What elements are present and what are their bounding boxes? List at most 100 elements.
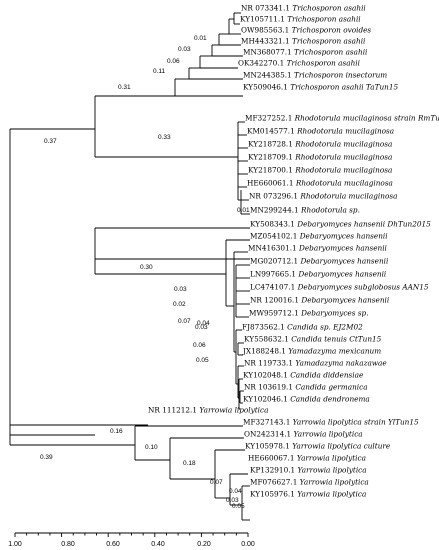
leaf-species-name: Rhodotorula mucilaginosa bbox=[299, 192, 397, 201]
leaf-accession: KY508343.1 bbox=[250, 220, 297, 229]
branch-length-label: 0.05 bbox=[232, 503, 245, 510]
tree-branches bbox=[9, 12, 250, 521]
branch-length-label: 0.10 bbox=[145, 444, 158, 451]
leaf-species-name: Yamadazyma mexicanum bbox=[288, 347, 381, 356]
leaf-accession: MW959712.1 bbox=[249, 309, 301, 318]
branch-length-label: 0.05 bbox=[196, 357, 209, 364]
leaf-species-name: Rhodotorula mucilaginosa bbox=[294, 153, 392, 162]
leaf-species-name: Yarrowia lipolytica bbox=[297, 454, 366, 463]
leaf-accession: KY558632.1 bbox=[244, 335, 291, 344]
leaf-species-name: Debaryomyces hansenii bbox=[299, 232, 388, 241]
leaf-label: MN368077.1 Trichosporon asahii bbox=[243, 48, 367, 57]
leaf-species-name: Candida tenuis CtTun15 bbox=[291, 335, 381, 344]
leaf-species-name: Debaryomyces subglobosus AAN15 bbox=[297, 283, 429, 292]
leaf-accession: HE660067.1 bbox=[248, 454, 297, 463]
branch-length-label: 0.03 bbox=[226, 497, 239, 504]
leaf-species-name: Debaryomyces sp. bbox=[300, 309, 368, 318]
leaf-accession: NR 103619.1 bbox=[244, 383, 295, 392]
leaf-species-name: Candida germanica bbox=[295, 383, 367, 392]
leaf-species-name: Trichosporon asahii TaTun15 bbox=[290, 83, 398, 92]
leaf-species-name: Yarrowia lipolytica bbox=[298, 466, 367, 475]
leaf-label: MG020712.1 Debaryomyces hansenii bbox=[250, 257, 388, 266]
leaf-species-name: Yarrowia lipolytica strain YlTun15 bbox=[293, 418, 419, 427]
leaf-label: KP132910.1 Yarrowia lipolytica bbox=[250, 466, 367, 475]
leaf-accession: LC474107.1 bbox=[250, 283, 298, 292]
leaf-species-name: Trichosporon ovoides bbox=[292, 26, 372, 35]
leaf-label: OK342270.1 Trichosporon asahii bbox=[238, 59, 360, 68]
leaf-label: MF327143.1 Yarrowia lipolytica strain Yl… bbox=[243, 418, 419, 427]
leaf-label: KY102046.1 Candida dendronema bbox=[243, 395, 370, 404]
leaf-accession: KM014577.1 bbox=[247, 127, 297, 136]
leaf-label: KM014577.1 Rhodotorula mucilaginosa bbox=[247, 127, 394, 136]
leaf-species-name: Trichosporon insectorum bbox=[294, 71, 387, 80]
leaf-species-name: Trichosporon asahii bbox=[287, 15, 360, 24]
leaf-label: MF076627.1 Yarrowia lipolytica bbox=[250, 478, 369, 487]
branch-length-label: 0.04 bbox=[197, 320, 210, 327]
leaf-accession: OW985563.1 bbox=[241, 26, 292, 35]
leaf-species-name: Yarrowia lipolytica bbox=[294, 430, 363, 439]
scale-tick-label: 0.20 bbox=[197, 541, 211, 548]
branch-length-label: 0.16 bbox=[110, 428, 123, 435]
branch-length-labels: 0.370.310.110.060.030.010.330.010.300.03… bbox=[40, 35, 250, 510]
leaf-accession: MH443321.1 bbox=[241, 37, 292, 46]
leaf-label: MW959712.1 Debaryomyces sp. bbox=[249, 309, 369, 318]
leaf-accession: LN997665.1 bbox=[250, 270, 298, 279]
branch-length-label: 0.03 bbox=[195, 324, 208, 331]
branch-length-label: 0.30 bbox=[140, 264, 153, 271]
leaf-label: KY105711.1 Trichosporon asahii bbox=[240, 15, 361, 24]
leaf-species-name: Trichosporon asahii bbox=[292, 4, 365, 13]
leaf-accession: MG020712.1 bbox=[250, 257, 300, 266]
leaf-species-name: Yarrowia lipolytica bbox=[199, 406, 268, 415]
leaf-species-name: Rhodotorula mucilaginosa bbox=[295, 179, 393, 188]
leaf-species-name: Debaryomyces hansenii bbox=[299, 257, 388, 266]
leaf-species-name: Debaryomyces hansenii DhTun2015 bbox=[296, 220, 431, 229]
leaf-label: NR 119733.1 Yamadazyma nakazawae bbox=[244, 359, 387, 368]
leaf-label: KY508343.1 Debaryomyces hansenii DhTun20… bbox=[250, 220, 431, 229]
leaf-accession: JX188248.1 bbox=[242, 347, 288, 356]
leaf-species-name: Trichosporon asahii bbox=[294, 48, 367, 57]
branch-length-label: 0.11 bbox=[153, 68, 166, 75]
leaf-accession: KY105978.1 bbox=[245, 442, 292, 451]
leaf-accession: KY105976.1 bbox=[250, 490, 297, 499]
tree-leaf-labels: NR 073341.1 Trichosporon asahiiKY105711.… bbox=[148, 4, 439, 499]
leaf-label: MN299244.1 Rhodotorula sp. bbox=[250, 206, 360, 215]
branch-length-label: 0.01 bbox=[194, 35, 207, 42]
branch-length-label: 0.06 bbox=[193, 342, 206, 349]
branch-length-label: 0.31 bbox=[118, 84, 131, 91]
leaf-accession: KY509046.1 bbox=[243, 83, 290, 92]
leaf-accession: NR 073341.1 bbox=[241, 4, 292, 13]
leaf-species-name: Yamadazyma nakazawae bbox=[295, 359, 386, 368]
leaf-label: JX188248.1 Yamadazyma mexicanum bbox=[242, 347, 381, 356]
branch-length-label: 0.02 bbox=[173, 301, 186, 308]
leaf-accession: KY105711.1 bbox=[240, 15, 287, 24]
leaf-accession: OK342270.1 bbox=[238, 59, 287, 68]
leaf-label: NR 073296.1 Rhodotorula mucilaginosa bbox=[249, 192, 397, 201]
leaf-accession: NR 120016.1 bbox=[250, 296, 301, 305]
leaf-label: LC474107.1 Debaryomyces subglobosus AAN1… bbox=[250, 283, 429, 292]
branch-length-label: 0.18 bbox=[183, 460, 196, 467]
leaf-accession: NR 119733.1 bbox=[244, 359, 295, 368]
leaf-label: KY558632.1 Candida tenuis CtTun15 bbox=[244, 335, 382, 344]
leaf-label: NR 073341.1 Trichosporon asahii bbox=[241, 4, 366, 13]
leaf-label: NR 120016.1 Debaryomyces hansenii bbox=[250, 296, 389, 305]
leaf-label: KY218709.1 Rhodotorula mucilaginosa bbox=[248, 153, 392, 162]
leaf-accession: MN416301.1 bbox=[248, 244, 299, 253]
leaf-label: KY105976.1 Yarrowia lipolytica bbox=[250, 490, 366, 499]
branch-length-label: 0.07 bbox=[178, 318, 191, 325]
leaf-species-name: Rhodotorula mucilaginosa bbox=[294, 140, 392, 149]
leaf-species-name: Candida diddensiae bbox=[290, 371, 363, 380]
leaf-species-name: Rhodotorula sp. bbox=[300, 206, 360, 215]
leaf-accession: KY102046.1 bbox=[243, 395, 290, 404]
leaf-species-name: Yarrowia lipolytica bbox=[300, 478, 369, 487]
scale-tick-label: 0.00 bbox=[241, 541, 255, 548]
leaf-label: HE660061.1 Rhodotorula mucilaginosa bbox=[247, 179, 393, 188]
branch-length-label: 0.37 bbox=[44, 138, 57, 145]
leaf-label: MN244385.1 Trichosporon insectorum bbox=[243, 71, 387, 80]
branch-length-label: 0.03 bbox=[178, 46, 191, 53]
leaf-accession: MF076627.1 bbox=[250, 478, 300, 487]
leaf-species-name: Rhodotorula mucilaginosa strain RmTun15 bbox=[294, 114, 439, 123]
leaf-species-name: Debaryomyces hansenii bbox=[300, 296, 389, 305]
scale-tick-label: 0.40 bbox=[151, 541, 165, 548]
branch-length-label: 0.06 bbox=[167, 58, 180, 65]
leaf-accession: NR 111212.1 bbox=[148, 406, 199, 415]
